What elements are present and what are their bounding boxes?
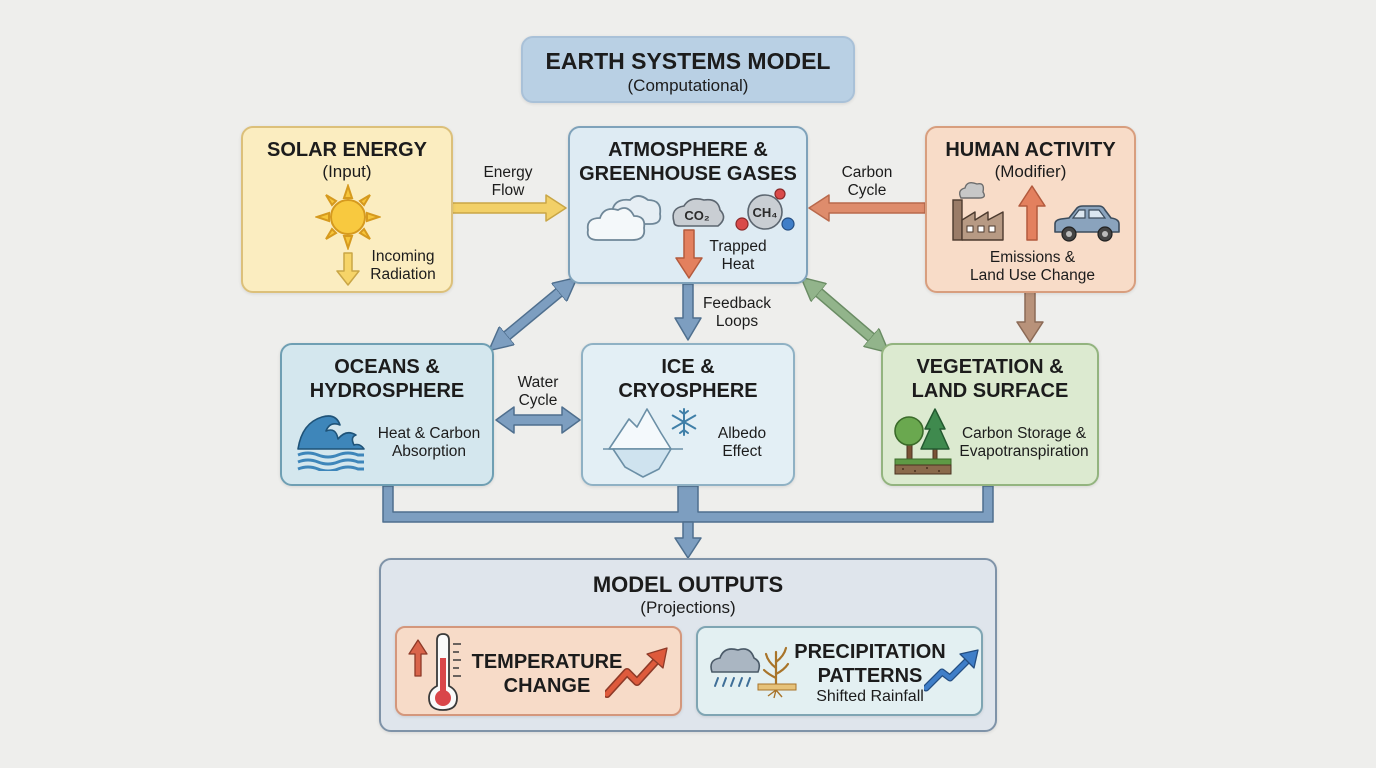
atmosphere-oceans-arrow (498, 285, 568, 343)
atmosphere-label: Trapped Heat (709, 238, 767, 273)
ch4-text: CH₄ (753, 205, 778, 220)
human-to-vegetation-arrow (1016, 291, 1044, 343)
vegetation-label: Carbon Storage & Evapotranspiration (959, 425, 1089, 460)
carbon-cycle-label: Carbon Cycle (841, 164, 893, 199)
water-cycle-arrow (495, 406, 581, 434)
human-label: Emissions & Land Use Change (970, 249, 1095, 284)
header-subtitle: (Computational) (627, 76, 749, 95)
collector-pipes (382, 485, 994, 559)
ice-label: Albedo Effect (717, 425, 767, 460)
trend-arrow-icon (605, 647, 668, 698)
car-icon (1054, 205, 1120, 242)
human-title: HUMAN ACTIVITY (945, 139, 1116, 161)
cloud-icon (586, 195, 662, 241)
up-arrow-icon (1018, 185, 1046, 241)
ice-title: ICE & CRYOSPHERE (618, 356, 758, 402)
vegetation-node: VEGETATION & LAND SURFACE Carbon Storage… (881, 343, 1099, 486)
solar-subtitle: (Input) (322, 162, 372, 181)
temperature-change-node: TEMPERATURE CHANGE (395, 626, 682, 716)
thermometer-icon (428, 633, 461, 711)
precipitation-patterns-node: PRECIPITATION PATTERNS Shifted Rainfall (696, 626, 983, 716)
co2-molecule-icon: CO₂ (672, 198, 725, 227)
human-subtitle: (Modifier) (994, 162, 1067, 181)
tree-icon (894, 408, 952, 475)
atmosphere-vegetation-arrow (810, 285, 880, 345)
carbon-cycle-arrow (808, 194, 926, 222)
human-activity-node: HUMAN ACTIVITY (Modifier) Emissions & La… (925, 126, 1136, 293)
trend-arrow-icon (924, 649, 979, 692)
model-outputs-node: MODEL OUTPUTS (Projections) TEMPERATURE … (379, 558, 997, 732)
energy-flow-label: Energy Flow (483, 164, 533, 199)
ice-node: ICE & CRYOSPHERE Albedo Effect (581, 343, 795, 486)
sun-icon (315, 184, 381, 250)
trapped-heat-arrow-icon (675, 229, 703, 279)
ch4-molecule-icon: CH₄ (735, 188, 795, 231)
outputs-subtitle: (Projections) (640, 598, 736, 617)
temperature-title: TEMPERATURE CHANGE (471, 651, 623, 697)
dry-plant-icon (757, 646, 797, 699)
energy-flow-arrow (451, 194, 567, 222)
oceans-label: Heat & Carbon Absorption (377, 425, 481, 460)
header-box: EARTH SYSTEMS MODEL (Computational) (521, 36, 855, 103)
precipitation-title: PRECIPITATION PATTERNS (794, 641, 946, 687)
oceans-title: OCEANS & HYDROSPHERE (309, 356, 465, 402)
solar-energy-node: SOLAR ENERGY (Input) Incoming Radiation (241, 126, 453, 293)
iceberg-icon (603, 408, 683, 478)
feedback-loops-label: Feedback Loops (702, 295, 772, 330)
solar-label: Incoming Radiation (370, 248, 436, 283)
atmosphere-node: ATMOSPHERE & GREENHOUSE GASES CO₂ CH₄ Tr… (568, 126, 808, 284)
factory-icon (952, 181, 1004, 241)
outputs-title: MODEL OUTPUTS (592, 572, 784, 597)
solar-title: SOLAR ENERGY (266, 139, 428, 161)
precipitation-label: Shifted Rainfall (816, 688, 924, 705)
snowflake-icon (671, 408, 697, 436)
wave-icon (297, 415, 365, 471)
vegetation-title: VEGETATION & LAND SURFACE (911, 356, 1069, 402)
co2-text: CO₂ (684, 208, 710, 223)
down-arrow-icon (336, 252, 360, 286)
water-cycle-label: Water Cycle (517, 374, 559, 409)
rain-cloud-icon (710, 648, 761, 687)
atmosphere-title: ATMOSPHERE & GREENHOUSE GASES (579, 139, 797, 185)
feedback-loops-arrow (674, 283, 702, 341)
up-arrow-icon (408, 639, 428, 677)
oceans-node: OCEANS & HYDROSPHERE Heat & Carbon Absor… (280, 343, 494, 486)
header-title: EARTH SYSTEMS MODEL (545, 48, 831, 74)
